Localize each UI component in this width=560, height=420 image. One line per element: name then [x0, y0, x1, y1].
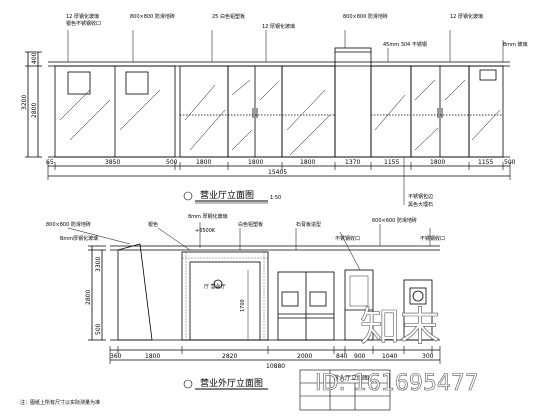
dim-l-2: 2820: [222, 353, 237, 360]
svg-text:不锈钢收口: 不锈钢收口: [335, 235, 360, 242]
upper-title: 营业厅立面图 1:50: [183, 189, 281, 204]
lower-title-text: 营业外厅立面图: [200, 377, 263, 389]
height-u-2: 3200: [21, 95, 28, 110]
svg-text:800×800 防滑地砖: 800×800 防滑地砖: [46, 221, 91, 228]
svg-text:白色铝塑板: 白色铝塑板: [238, 221, 263, 228]
upper-dimensions: 65 3850 500 1800 1800 1800 1370 1155 180…: [21, 52, 516, 176]
upper-scale: 1:50: [270, 195, 281, 201]
footer-note: 注：图纸上所有尺寸以实际测量为准: [20, 399, 100, 406]
svg-text:12 厚钢化玻璃: 12 厚钢化玻璃: [262, 23, 295, 30]
lower-elevation: [67, 222, 441, 364]
dim-u-10: 500: [504, 159, 516, 166]
height-l-2: 500: [95, 323, 102, 335]
dim-u-6: 1370: [345, 159, 360, 166]
svg-text:不锈钢收口: 不锈钢收口: [420, 235, 445, 242]
total-width-upper: 15405: [268, 169, 287, 176]
dim-u-7: 1155: [384, 159, 399, 166]
height-l-0: 3300: [95, 257, 102, 272]
callout-left: Bmm厚钢化玻璃: [60, 235, 98, 242]
dim-l-7: 300: [422, 353, 434, 360]
height-l-1: 2800: [85, 290, 92, 305]
svg-text:800×800 防滑地砖: 800×800 防滑地砖: [130, 13, 175, 20]
dim-u-5: 1800: [300, 159, 315, 166]
dim-u-3: 1800: [196, 159, 211, 166]
callout-light: +6500K: [195, 228, 216, 234]
height-u-1: 2800: [31, 103, 38, 118]
title-block-label: 营业厅立面图: [333, 374, 369, 382]
watermark-logo: 知末: [360, 304, 440, 350]
dim-u-2: 500: [166, 159, 178, 166]
upper-callouts: 12 厚钢化玻璃 银色不锈钢收口 800×800 防滑地砖 25 白色铝塑板 1…: [66, 13, 528, 208]
dim-u-9: 1155: [478, 159, 493, 166]
dim-l-4: 840: [336, 353, 348, 360]
dim-u-0: 65: [46, 159, 54, 166]
svg-text:银色不锈钢收口: 银色不锈钢收口: [66, 20, 101, 27]
dim-u-8: 1800: [430, 159, 445, 166]
watermark: 知末 ID: 161695477: [315, 304, 479, 397]
svg-text:8mm 厚钢化玻璃: 8mm 厚钢化玻璃: [188, 213, 228, 220]
dim-u-1: 3850: [105, 159, 120, 166]
title-block: [299, 369, 391, 411]
svg-text:25 白色铝塑板: 25 白色铝塑板: [212, 13, 245, 20]
svg-text:600×600 防滑地砖: 600×600 防滑地砖: [372, 217, 417, 224]
height-u-0: 400: [31, 52, 38, 64]
dim-l-6: 1040: [382, 353, 397, 360]
lower-title: 营业外厅立面图: [183, 377, 268, 390]
svg-text:石膏板造型: 石膏板造型: [296, 221, 321, 228]
svg-text:银色: 银色: [148, 221, 158, 228]
door-height: 1700: [240, 299, 246, 312]
svg-text:45mm 304 不锈钢: 45mm 304 不锈钢: [383, 41, 427, 48]
svg-text:800×800 防滑地砖: 800×800 防滑地砖: [343, 13, 388, 20]
svg-text:黑色大理石: 黑色大理石: [408, 201, 433, 208]
total-width-lower: 10880: [266, 363, 285, 370]
upper-elevation: [25, 30, 511, 205]
svg-text:12 厚钢化玻璃: 12 厚钢化玻璃: [66, 13, 99, 20]
wall-sign: 厅 营业厅: [204, 283, 226, 290]
dim-l-5: 900: [354, 353, 366, 360]
dim-l-3: 2000: [297, 353, 312, 360]
lower-dimensions: 360 1800 2820 2000 840 900 1040 300 1088…: [85, 257, 434, 370]
svg-text:12 厚钢化玻璃: 12 厚钢化玻璃: [450, 13, 483, 20]
dim-l-0: 360: [110, 353, 122, 360]
dim-l-1: 1800: [145, 353, 160, 360]
lower-callouts: 800×800 防滑地砖 Bmm厚钢化玻璃 银色 8mm 厚钢化玻璃 +6500…: [46, 213, 445, 312]
dim-u-4: 1800: [248, 159, 263, 166]
upper-title-text: 营业厅立面图: [200, 189, 254, 201]
svg-text:不锈钢包边: 不锈钢包边: [408, 193, 433, 200]
watermark-id: ID: 161695477: [315, 371, 479, 396]
svg-text:8mm 玻璃: 8mm 玻璃: [503, 41, 528, 48]
